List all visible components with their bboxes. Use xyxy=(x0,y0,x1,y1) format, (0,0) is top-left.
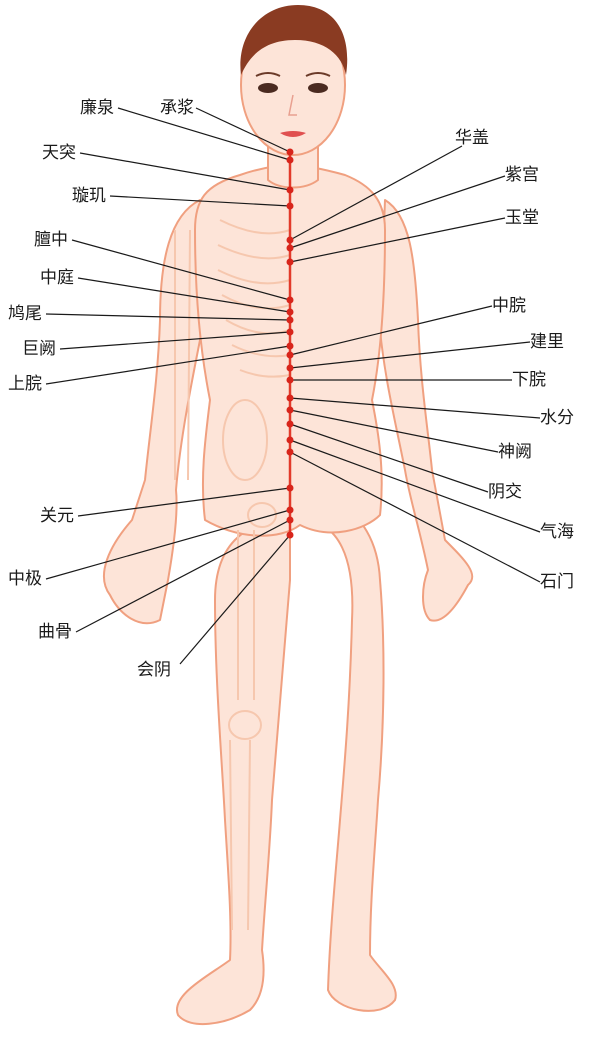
leader-guanyuan xyxy=(77,487,291,517)
label-qihai: 气海 xyxy=(540,522,574,542)
point-zhongting xyxy=(286,308,294,316)
leader-chengjiang xyxy=(195,107,291,153)
label-lianquan: 廉泉 xyxy=(80,98,114,118)
point-zhongji xyxy=(286,506,294,514)
point-jianli xyxy=(286,364,294,372)
label-zhongji: 中极 xyxy=(8,569,42,589)
point-jiuwei xyxy=(286,316,294,324)
point-danzhong xyxy=(286,296,294,304)
label-guanyuan: 关元 xyxy=(40,506,74,526)
leader-tiantu xyxy=(79,152,291,191)
leader-zhongwan xyxy=(289,305,493,356)
label-danzhong: 膻中 xyxy=(34,230,68,250)
leader-danzhong xyxy=(71,239,291,301)
label-shuifen: 水分 xyxy=(540,408,574,428)
label-shangwan: 上脘 xyxy=(8,374,42,394)
point-yutang xyxy=(286,258,294,266)
leader-lines xyxy=(45,107,541,665)
label-xiawan: 下脘 xyxy=(512,370,546,390)
skeleton-overlay xyxy=(174,219,291,931)
leader-shangwan xyxy=(45,345,291,385)
point-shimen xyxy=(286,448,294,456)
leader-qihai xyxy=(289,439,541,533)
point-tiantu xyxy=(286,186,294,194)
point-guanyuan xyxy=(286,484,294,492)
label-juque: 巨阙 xyxy=(22,339,56,359)
hair xyxy=(240,5,348,75)
leader-shenque xyxy=(289,409,499,453)
leader-yinjiao xyxy=(289,423,489,493)
point-zhongwan xyxy=(286,351,294,359)
leader-lianquan xyxy=(117,107,291,161)
label-huiyin: 会阴 xyxy=(137,660,171,680)
label-zhongwan: 中脘 xyxy=(492,296,526,316)
leader-zhongji xyxy=(45,509,291,580)
leader-huagai xyxy=(289,145,463,241)
point-chengjiang xyxy=(286,148,294,156)
leader-juque xyxy=(59,331,291,350)
label-chengjiang: 承浆 xyxy=(160,98,194,118)
point-juque xyxy=(286,328,294,336)
leader-yutang xyxy=(289,217,506,263)
point-xuanji xyxy=(286,202,294,210)
label-yutang: 玉堂 xyxy=(505,208,539,228)
leader-huiyin xyxy=(179,534,291,665)
label-qugu: 曲骨 xyxy=(38,622,72,642)
leader-zigong xyxy=(289,175,506,249)
leader-qugu xyxy=(75,519,291,633)
point-huagai xyxy=(286,236,294,244)
label-shimen: 石门 xyxy=(540,572,574,592)
leader-zhongting xyxy=(77,277,291,313)
acupoint-dots xyxy=(286,148,294,539)
point-shenque xyxy=(286,406,294,414)
face-features xyxy=(255,72,331,137)
label-zigong: 紫宫 xyxy=(505,165,539,185)
label-zhongting: 中庭 xyxy=(40,268,74,288)
point-qihai xyxy=(286,436,294,444)
point-shuifen xyxy=(286,394,294,402)
label-xuanji: 璇玑 xyxy=(72,186,106,206)
label-tiantu: 天突 xyxy=(42,143,76,163)
leader-jiuwei xyxy=(45,313,291,321)
point-yinjiao xyxy=(286,420,294,428)
point-zigong xyxy=(286,244,294,252)
label-yinjiao: 阴交 xyxy=(488,482,522,502)
point-qugu xyxy=(286,516,294,524)
point-lianquan xyxy=(286,156,294,164)
leader-shimen xyxy=(289,451,541,583)
label-shenque: 神阙 xyxy=(498,442,532,462)
label-jiuwei: 鸠尾 xyxy=(8,304,42,324)
leader-jianli xyxy=(289,341,531,369)
leader-xuanji xyxy=(109,195,291,207)
point-huiyin xyxy=(286,531,294,539)
point-shangwan xyxy=(286,342,294,350)
point-xiawan xyxy=(286,376,294,384)
body-silhouette xyxy=(102,14,474,1026)
leader-shuifen xyxy=(289,397,541,419)
label-huagai: 华盖 xyxy=(455,128,489,148)
label-jianli: 建里 xyxy=(530,332,564,352)
